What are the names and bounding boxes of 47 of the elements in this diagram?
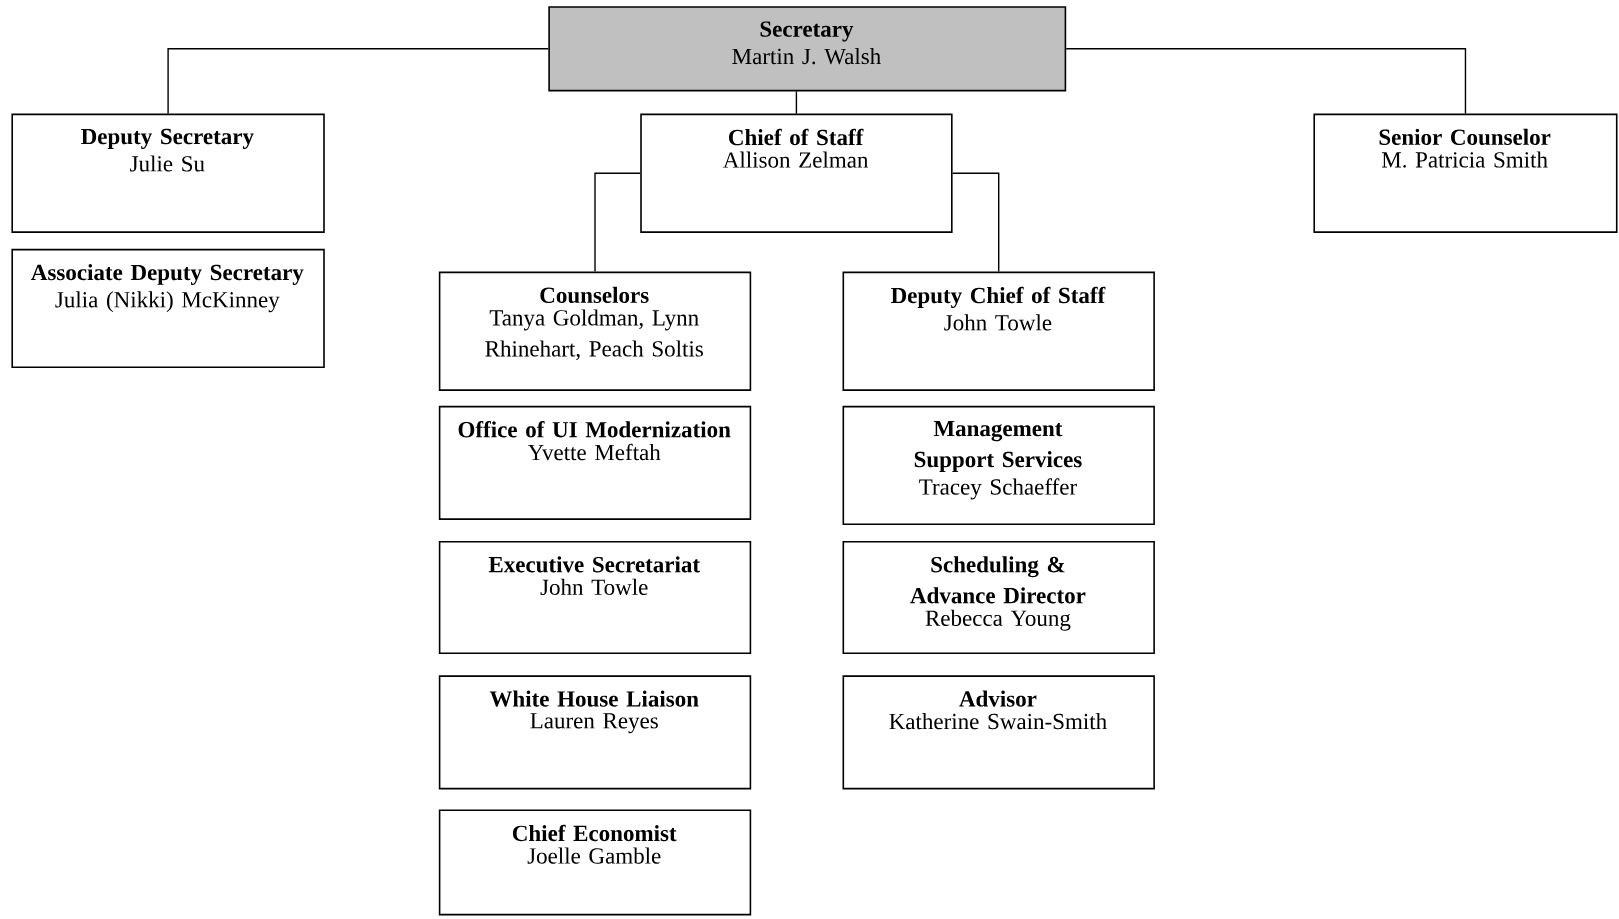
box-title: Senior Counselor xyxy=(1379,128,1551,146)
org-box xyxy=(842,405,1155,526)
org-box xyxy=(842,271,1155,391)
connector-line xyxy=(594,172,641,273)
org-box xyxy=(1313,113,1618,233)
org-box xyxy=(842,541,1155,655)
box-title: Chief of Staff xyxy=(729,128,864,146)
org-box xyxy=(11,248,325,369)
org-box xyxy=(438,405,752,520)
box-title: Scheduling & Advance Director xyxy=(910,556,1086,604)
connector-line xyxy=(1065,48,1467,115)
box-title: Deputy Secretary xyxy=(81,128,254,149)
box-title: Executive Secretariat xyxy=(488,556,700,573)
org-box xyxy=(640,113,953,233)
box-title: Advisor xyxy=(959,690,1037,707)
person-name: Katherine Swain-Smith xyxy=(889,713,1107,730)
person-name: Julia (Nikki) McKinney xyxy=(55,291,280,313)
person-name: Tracey Schaeffer xyxy=(919,478,1077,500)
person-name: Lauren Reyes xyxy=(530,713,658,734)
org-box xyxy=(548,6,1067,92)
connector-line xyxy=(795,90,798,115)
box-title: Office of UI Modernization xyxy=(458,421,731,438)
person-name: Rebecca Young xyxy=(925,609,1071,631)
org-box xyxy=(438,541,752,655)
person-name: Joelle Gamble xyxy=(527,847,661,864)
connector-line xyxy=(951,172,1000,273)
box-title: Associate Deputy Secretary xyxy=(31,264,304,285)
org-box xyxy=(11,113,325,233)
org-box xyxy=(842,675,1155,790)
org-box xyxy=(438,809,752,916)
person-name: John Towle xyxy=(944,314,1052,331)
org-box xyxy=(438,675,752,790)
person-name: Allison Zelman xyxy=(723,151,869,168)
box-title: Deputy Chief of Staff xyxy=(891,286,1106,308)
connector-line xyxy=(167,48,549,115)
box-title: Counselors xyxy=(540,286,649,304)
org-box xyxy=(438,271,752,391)
person-name: John Towle xyxy=(540,578,648,596)
person-name: Julie Su xyxy=(130,155,205,172)
person-name: Yvette Meftah xyxy=(527,443,661,461)
box-title: Chief Economist xyxy=(512,824,677,842)
box-title: Management Support Services xyxy=(914,421,1082,472)
person-name: Tanya Goldman, Lynn Rhinehart, Peach Soltis xyxy=(485,309,703,360)
person-name: Martin J. Walsh xyxy=(732,48,881,65)
person-name: M. Patricia Smith xyxy=(1381,151,1548,168)
box-title: White House Liaison xyxy=(489,690,699,707)
box-title: Secretary xyxy=(760,21,854,42)
